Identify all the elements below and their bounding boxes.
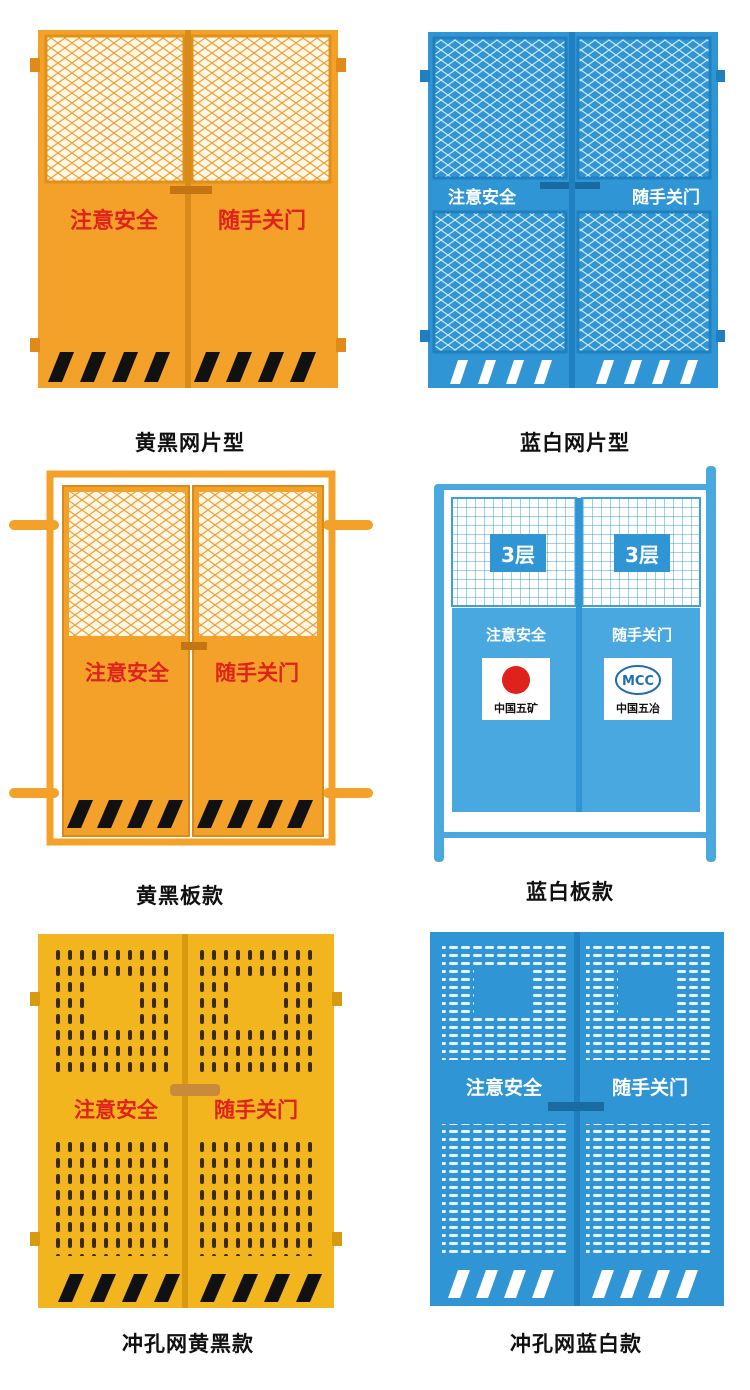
logo-left-text: 中国五矿 (494, 701, 538, 715)
sign-left-text: 注意安全 (466, 1076, 543, 1099)
sign-right-text: 随手关门 (218, 208, 306, 234)
door-card-blue-white-panel: 3层 3层 注意安全 随手关门 中国五矿 MCC 中国五冶 (430, 462, 720, 867)
door-card-yellow-black-mesh: 注意安全 随手关门 (30, 28, 350, 393)
sign-right-text: 随手关门 (612, 1076, 688, 1099)
sign-right-text: 随手关门 (612, 626, 672, 644)
door-card-yellow-black-panel: 注意安全 随手关门 (5, 470, 377, 850)
sign-left-text: 注意安全 (486, 626, 547, 644)
mcc-logo-icon (615, 665, 661, 695)
door-card-blue-white-mesh: 注意安全 随手关门 (420, 30, 725, 390)
door-image-blue-white-panel: 3层 3层 注意安全 随手关门 中国五矿 MCC 中国五冶 (434, 466, 716, 862)
caption-blue-white-mesh: 蓝白网片型 (520, 431, 630, 455)
sign-right-text: 随手关门 (215, 661, 299, 685)
floor-right-text: 3层 (625, 543, 659, 567)
door-image-blue-white-perforated: 注意安全 随手关门 (430, 932, 724, 1306)
door-image-yellow-black-perforated: 注意安全 随手关门 (30, 934, 342, 1308)
floor-left-text: 3层 (501, 543, 535, 567)
sign-left-text: 注意安全 (70, 208, 159, 234)
sign-left-text: 注意安全 (85, 661, 170, 685)
sign-right-text: 随手关门 (632, 187, 700, 208)
minmetals-logo-icon (502, 666, 530, 694)
sign-left-text: 注意安全 (448, 187, 517, 208)
sign-left-text: 注意安全 (74, 1098, 159, 1122)
door-image-blue-white-mesh: 注意安全 随手关门 (420, 32, 725, 388)
caption-blue-white-perforated: 冲孔网蓝白款 (510, 1332, 642, 1356)
door-card-blue-white-perforated: 注意安全 随手关门 (424, 928, 729, 1308)
door-card-yellow-black-perforated: 注意安全 随手关门 (30, 932, 345, 1310)
sign-right-text: 随手关门 (214, 1098, 298, 1122)
caption-yellow-black-perforated: 冲孔网黄黑款 (122, 1332, 254, 1356)
logo-right-mark: MCC (622, 674, 654, 689)
caption-yellow-black-panel: 黄黑板款 (136, 884, 224, 908)
caption-blue-white-panel: 蓝白板款 (526, 880, 614, 904)
logo-right-text: 中国五冶 (616, 701, 660, 715)
door-image-yellow-black-mesh: 注意安全 随手关门 (30, 30, 346, 388)
door-image-yellow-black-panel: 注意安全 随手关门 (9, 470, 373, 846)
caption-yellow-black-mesh: 黄黑网片型 (135, 431, 245, 455)
